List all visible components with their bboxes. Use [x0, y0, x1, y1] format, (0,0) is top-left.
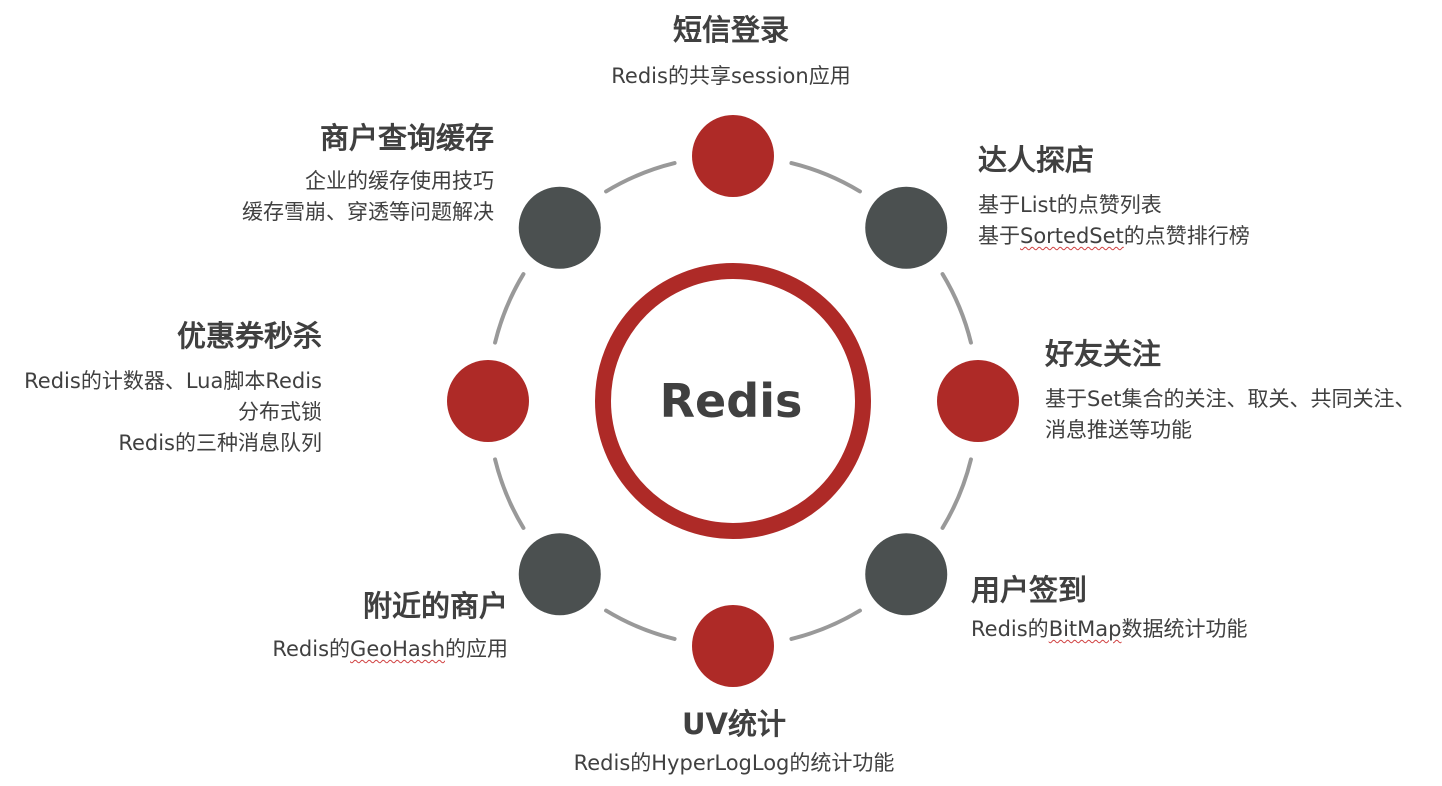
node-user-sign-in: [865, 533, 948, 616]
connection-ring: [493, 161, 973, 641]
feature-desc-line: 企业的缓存使用技巧: [305, 169, 494, 193]
spellcheck-underlined-word: GeoHash: [350, 637, 445, 661]
feature-user-sign-in: 用户签到 Redis的BitMap数据统计功能: [971, 572, 1247, 645]
feature-nodes: [447, 115, 1019, 687]
feature-desc-text: 基于SortedSet的点赞排行榜: [978, 224, 1250, 248]
ring-arc: [789, 608, 862, 641]
feature-desc-line: Redis的BitMap数据统计功能: [971, 617, 1248, 641]
node-uv-stats: [692, 605, 774, 687]
feature-shop-query-cache: 商户查询缓存 企业的缓存使用技巧 缓存雪崩、穿透等问题解决: [190, 120, 494, 228]
feature-desc-line: Redis的HyperLogLog的统计功能: [573, 751, 895, 775]
feature-title: 商户查询缓存: [319, 121, 494, 155]
node-expert-store-visit: [865, 186, 948, 269]
feature-desc-line: 基于List的点赞列表: [978, 193, 1162, 217]
feature-uv-stats: UV统计 Redis的HyperLogLog的统计功能: [564, 706, 904, 779]
ring-arc: [493, 457, 526, 530]
feature-title: 附近的商户: [362, 589, 508, 623]
feature-title: 用户签到: [971, 573, 1088, 607]
feature-desc-line: 分布式锁: [238, 400, 322, 424]
ring-arc: [604, 161, 677, 194]
feature-title: 好友关注: [1045, 337, 1162, 371]
feature-desc-line: Redis的共享session应用: [611, 64, 851, 88]
center-ring: [595, 263, 871, 539]
feature-title: 优惠券秒杀: [176, 319, 322, 353]
spellcheck-underlined-word: SortedSet: [1020, 224, 1124, 248]
feature-desc-line: 消息推送等功能: [1045, 418, 1192, 442]
feature-title: 短信登录: [672, 13, 789, 47]
feature-friend-follow: 好友关注 基于Set集合的关注、取关、共同关注、 消息推送等功能: [1045, 336, 1415, 446]
feature-desc-line: Redis的计数器、Lua脚本Redis: [24, 369, 322, 393]
feature-desc-line: 基于Set集合的关注、取关、共同关注、: [1045, 387, 1416, 411]
feature-desc-line: 基于SortedSet的点赞排行榜: [978, 221, 1250, 252]
spellcheck-underlined-word: BitMap: [1048, 617, 1122, 641]
center-label: Redis: [660, 374, 803, 428]
node-nearby-shops: [518, 533, 601, 616]
ring-arc: [493, 272, 526, 345]
node-shop-query-cache: [518, 186, 601, 269]
feature-desc-line: Redis的三种消息队列: [118, 431, 322, 455]
node-sms-login: [692, 115, 774, 197]
node-coupon-flash-sale: [447, 360, 529, 442]
feature-title: UV统计: [682, 707, 786, 741]
ring-arc: [789, 161, 862, 194]
feature-desc-line: Redis的GeoHash的应用: [272, 637, 508, 661]
ring-arc: [940, 272, 973, 345]
feature-title: 达人探店: [978, 143, 1095, 177]
ring-arc: [940, 457, 973, 530]
feature-desc-line: 缓存雪崩、穿透等问题解决: [242, 200, 494, 224]
feature-nearby-shops: 附近的商户 Redis的GeoHash的应用: [200, 588, 508, 665]
ring-arc: [604, 608, 677, 641]
feature-coupon-flash-sale: 优惠券秒杀 Redis的计数器、Lua脚本Redis 分布式锁 Redis的三种…: [0, 318, 322, 459]
feature-expert-store-visit: 达人探店 基于List的点赞列表 基于SortedSet的点赞排行榜: [978, 142, 1250, 252]
feature-sms-login: 短信登录 Redis的共享session应用: [581, 12, 881, 92]
node-friend-follow: [937, 360, 1019, 442]
